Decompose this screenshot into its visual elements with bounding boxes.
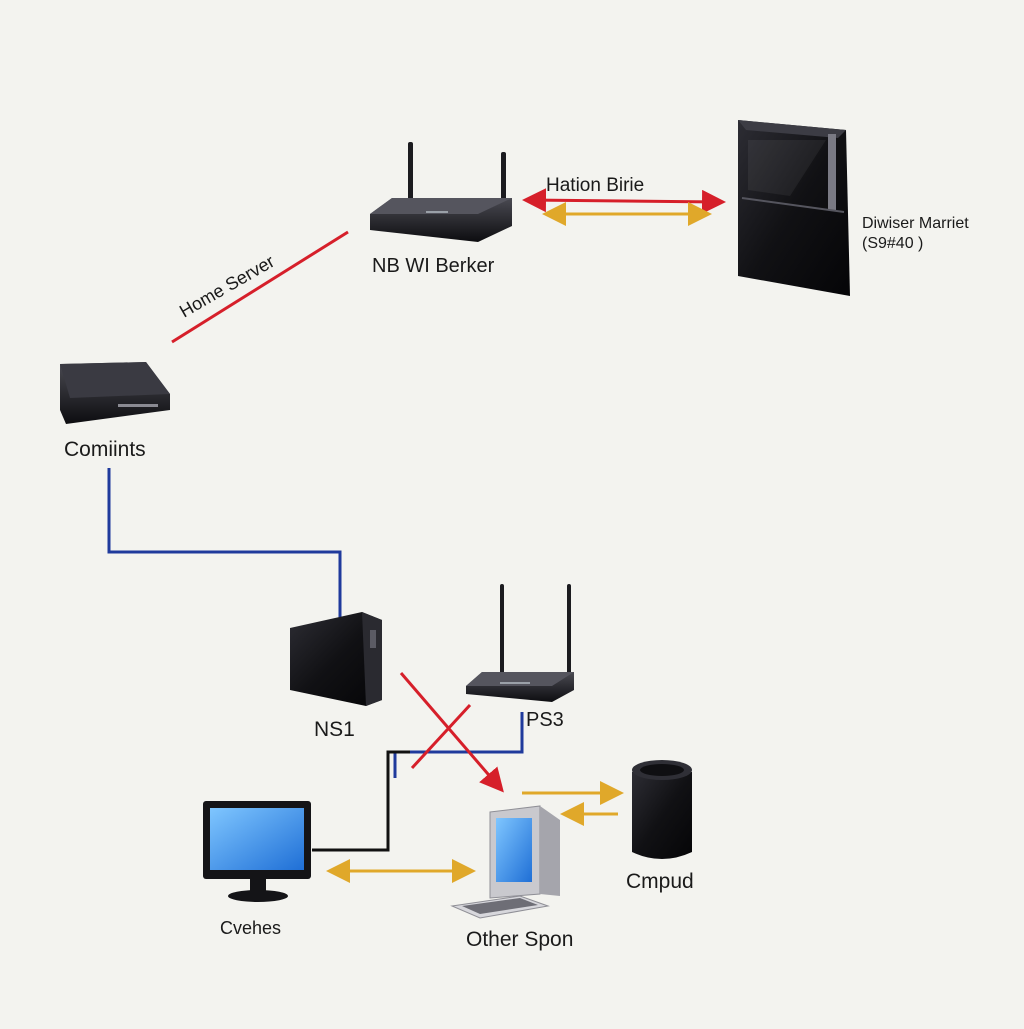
wifi-router-icon xyxy=(466,584,574,702)
server-tower-icon xyxy=(290,612,382,706)
router-console-red-link xyxy=(522,188,726,214)
router-monitor-black-link xyxy=(312,750,410,852)
game-console: Diwiser Marriet (S9#40 ) xyxy=(738,120,969,296)
game-console-sublabel: (S9#40 ) xyxy=(862,235,923,252)
cross-link-b xyxy=(410,703,472,770)
home-server-link xyxy=(171,230,349,344)
monitor-label: Cvehes xyxy=(220,918,281,938)
settop-tower-link xyxy=(107,468,342,618)
bottom-router: PS3 xyxy=(466,584,574,731)
speaker-icon xyxy=(632,760,692,859)
desktop-computer-icon xyxy=(450,805,560,919)
set-top-box-icon xyxy=(60,362,170,424)
top-router-label: NB WI Berker xyxy=(372,255,495,277)
bottom-router-label: PS3 xyxy=(526,709,564,731)
tower-server: NS1 xyxy=(290,612,382,741)
speaker: Cmpud xyxy=(626,760,694,893)
tower-server-label: NS1 xyxy=(314,718,355,741)
set-top-box-label: Comiints xyxy=(64,438,146,461)
top-link-label: Hation Birie xyxy=(546,175,644,196)
top-router: NB WI Berker xyxy=(370,142,512,277)
router-monitor-blue-link xyxy=(393,712,524,778)
monitor-icon xyxy=(203,801,311,902)
desktop-computer-label: Other Spon xyxy=(466,928,573,951)
set-top-box: Comiints xyxy=(60,362,170,461)
speaker-label: Cmpud xyxy=(626,870,694,893)
game-console-label: Diwiser Marriet xyxy=(862,215,969,232)
monitor: Cvehes xyxy=(203,801,311,938)
game-console-icon xyxy=(738,120,850,296)
cross-link-a xyxy=(399,672,504,793)
wifi-router-icon xyxy=(370,142,512,242)
desktop-computer: Other Spon xyxy=(450,805,573,951)
